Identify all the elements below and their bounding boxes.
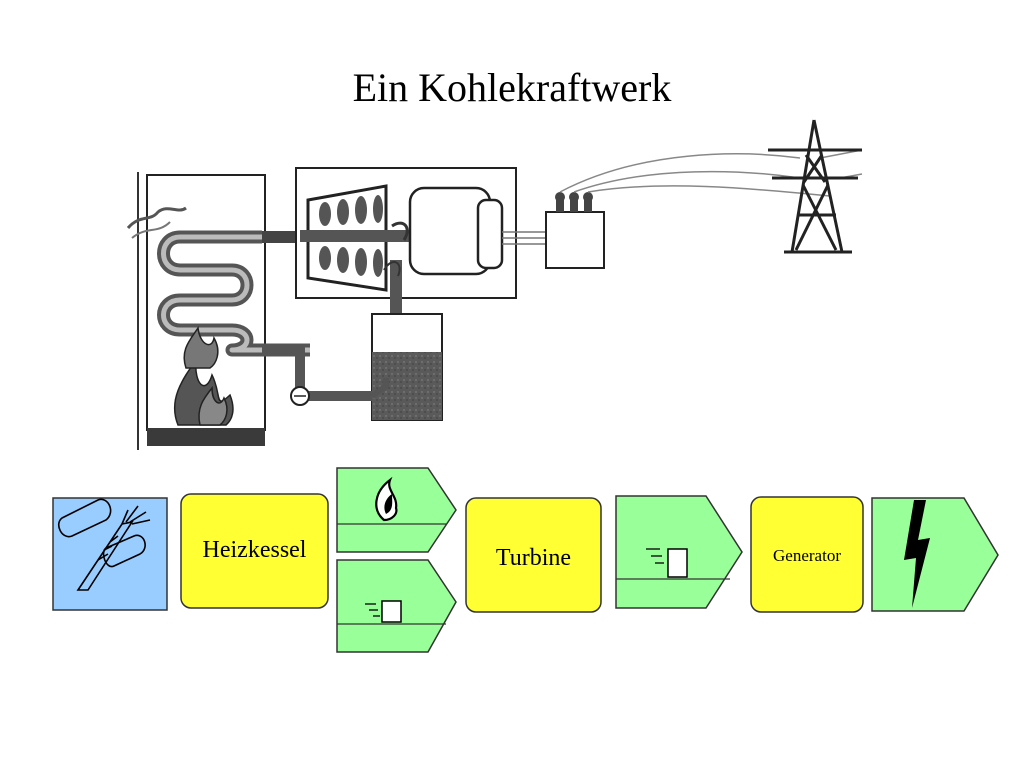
feedwater-pipe (262, 344, 389, 406)
transformer-drawing (545, 192, 605, 269)
motion-icon (365, 600, 402, 623)
page-title: Ein Kohlekraftwerk (352, 65, 672, 110)
flame-drawing (173, 325, 234, 426)
heat-energy-arrow (336, 467, 457, 553)
energy-flow-diagram (52, 467, 999, 653)
fuel-box (52, 497, 168, 611)
condenser-drawing (371, 313, 443, 421)
motion-icon (646, 548, 688, 578)
generator-box (750, 496, 864, 613)
lightning-icon (904, 500, 930, 608)
mechanical-energy-arrow (615, 495, 743, 609)
turbine-house-drawing (295, 167, 517, 318)
heizkessel-label: Heizkessel (202, 537, 307, 563)
wires (502, 231, 546, 245)
heat-loss-arrow (336, 559, 457, 653)
coal-and-wood-icon (57, 498, 151, 591)
pylon-drawing (768, 119, 862, 254)
boiler-drawing (126, 172, 310, 450)
turbine-box (465, 497, 602, 613)
heizkessel-box (180, 493, 329, 609)
power-plant-illustration (126, 119, 863, 450)
flame-icon (375, 476, 398, 522)
turbine-label: Turbine (495, 545, 572, 571)
power-lines (559, 149, 863, 197)
steam-pipe (262, 231, 302, 243)
generator-label: Generator (773, 546, 841, 565)
electric-energy-arrow (871, 497, 999, 612)
